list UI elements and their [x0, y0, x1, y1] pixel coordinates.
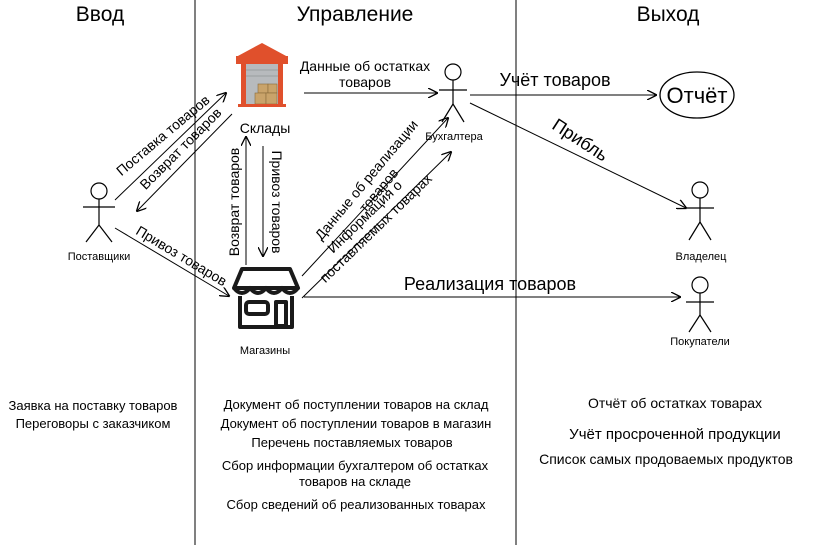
label-return-to-warehouse: Возврат товаров — [226, 148, 242, 257]
suppliers-actor-icon — [83, 182, 115, 243]
header-control: Управление — [297, 3, 414, 26]
report-node — [659, 71, 735, 119]
note-input-2: Переговоры с заказчиком — [16, 416, 171, 431]
label-sales: Реализация товаров — [404, 274, 576, 294]
suppliers-label: Поставщики — [68, 251, 131, 263]
owner-actor-icon — [686, 181, 714, 241]
report-label: Отчёт — [667, 83, 728, 108]
owner-label: Владелец — [676, 251, 728, 263]
note-control-3: Перечень поставляемых товаров — [251, 435, 452, 450]
note-control-2: Документ об поступлении товаров в магази… — [221, 416, 492, 431]
arrow-delivery-from-supplier — [114, 227, 229, 296]
arrow-supplied-info — [301, 152, 451, 299]
warehouse-icon — [236, 43, 288, 107]
label-delivery-to-store: Привоз товаров — [269, 150, 285, 253]
warehouse-label: Склады — [240, 120, 291, 136]
label-stock-data-2: товаров — [339, 74, 391, 90]
note-control-4: Сбор информации бухгалтером об остатках — [222, 458, 489, 473]
arrow-return-to-supplier — [137, 113, 233, 211]
accountant-actor-icon — [439, 63, 467, 123]
note-control-1: Документ об поступлении товаров на склад — [224, 397, 489, 412]
accountant-label: Бухгалтера — [425, 131, 483, 143]
store-icon — [232, 267, 300, 329]
label-goods-accounting: Учёт товаров — [499, 70, 610, 90]
header-input: Ввод — [76, 3, 124, 26]
arrow-sales-data — [301, 118, 448, 277]
arrow-profit — [469, 102, 686, 208]
note-output-1: Отчёт об остатках товарах — [588, 395, 762, 411]
label-delivery-from-supplier: Привоз товаров — [133, 222, 230, 289]
note-control-5: товаров на складе — [299, 474, 411, 489]
customers-actor-icon — [686, 276, 714, 333]
header-output: Выход — [637, 3, 700, 26]
arrow-supply — [114, 93, 226, 201]
note-control-6: Сбор сведений об реализованных товарах — [227, 497, 486, 512]
customers-label: Покупатели — [670, 336, 730, 348]
label-profit: Прибль — [549, 115, 612, 166]
store-label: Магазины — [240, 345, 290, 357]
note-output-2: Учёт просроченной продукции — [569, 426, 781, 443]
label-stock-data-1: Данные об остатках — [300, 58, 430, 74]
note-output-3: Список самых продоваемых продуктов — [539, 451, 793, 467]
note-input-1: Заявка на поставку товаров — [9, 398, 178, 413]
